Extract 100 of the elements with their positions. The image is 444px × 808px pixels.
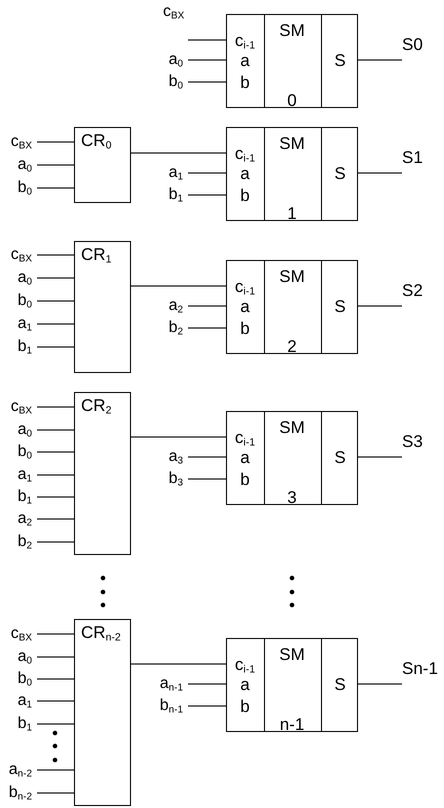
output-signal-label: Sn-1 xyxy=(402,660,442,684)
block-label: SM xyxy=(279,268,305,286)
pin-label: b xyxy=(240,471,250,489)
block-index: n-1 xyxy=(280,716,304,734)
wire xyxy=(188,478,226,480)
wire xyxy=(36,496,74,498)
signal-label: a$_{0}$ xyxy=(1,268,37,288)
signal-label: c$_{BX}$ xyxy=(1,245,37,265)
carry-block xyxy=(74,392,131,555)
output-label: S xyxy=(334,298,346,316)
pin-label: c$_{i-1}$ xyxy=(234,656,256,674)
signal-label: a$_{1}$ xyxy=(1,314,37,334)
wire xyxy=(36,518,74,520)
signal-label: a$_{0}$ xyxy=(1,420,37,440)
adder-block xyxy=(226,638,358,732)
wire xyxy=(358,456,402,458)
block-index: 0 xyxy=(287,92,297,110)
block-label: SM xyxy=(279,419,305,437)
wire xyxy=(130,152,226,154)
wire xyxy=(130,436,226,438)
block-label: CR$_{2}$ xyxy=(81,396,112,416)
signal-label: c$_{BX}$ xyxy=(1,132,37,152)
block-label: CR$_{0}$ xyxy=(81,131,112,151)
wire xyxy=(36,406,74,408)
carry-block xyxy=(74,127,131,203)
signal-label: c$_{BX}$ xyxy=(1,624,37,644)
signal-label: a$_{1}$ xyxy=(152,163,188,183)
block-label: SM xyxy=(279,646,305,664)
signal-label: b$_{0}$ xyxy=(152,72,188,92)
signal-label: a$_{0}$ xyxy=(1,155,37,175)
wire xyxy=(36,700,74,702)
signal-label: a$_{0}$ xyxy=(152,50,188,70)
pin-label: a xyxy=(240,676,250,694)
wire xyxy=(358,172,402,174)
signal-label: a$_{1}$ xyxy=(1,691,37,711)
wire xyxy=(188,194,226,196)
signal-label: a$_{2}$ xyxy=(1,509,37,529)
pin-label: b xyxy=(240,698,250,716)
pin-label: c$_{i-1}$ xyxy=(234,145,256,163)
wire xyxy=(36,254,74,256)
wire xyxy=(188,456,226,458)
block-index: 1 xyxy=(287,205,297,223)
wire xyxy=(36,346,74,348)
signal-label: b$_{1}$ xyxy=(1,337,37,357)
wire xyxy=(36,474,74,476)
adder-block xyxy=(226,14,358,108)
carry-block xyxy=(74,241,131,373)
wire xyxy=(188,172,226,174)
signal-label: b$_{0}$ xyxy=(1,178,37,198)
block-label: CR$_{1}$ xyxy=(81,245,112,265)
output-signal-label: S1 xyxy=(402,149,442,173)
signal-label: a$_{n-1}$ xyxy=(152,674,188,694)
signal-label: b$_{2}$ xyxy=(1,532,37,552)
block-index: 2 xyxy=(287,338,297,356)
pin-label: c$_{i-1}$ xyxy=(234,429,256,447)
adder-block xyxy=(226,411,358,505)
adder-block xyxy=(226,260,358,354)
adder-block xyxy=(226,127,358,221)
signal-label: b$_{0}$ xyxy=(1,669,37,689)
block-label: CR$_{n-2}$ xyxy=(81,623,121,643)
signal-label: a$_{0}$ xyxy=(1,647,37,667)
output-label: S xyxy=(334,165,346,183)
block-label: SM xyxy=(279,22,305,40)
output-signal-label: S0 xyxy=(402,36,442,60)
signal-label: a$_{1}$ xyxy=(1,465,37,485)
signal-label: b$_{1}$ xyxy=(152,185,188,205)
block-label: SM xyxy=(279,135,305,153)
pin-label: b xyxy=(240,187,250,205)
wire xyxy=(36,656,74,658)
pin-label: a xyxy=(240,449,250,467)
signal-label: c$_{BX}$ xyxy=(1,397,37,417)
signal-label: b$_{0}$ xyxy=(1,291,37,311)
block-index: 3 xyxy=(287,489,297,507)
output-label: S xyxy=(334,52,346,70)
pin-label: a xyxy=(240,298,250,316)
signal-label: b$_{0}$ xyxy=(1,442,37,462)
wire xyxy=(36,164,74,166)
signal-label: b$_{2}$ xyxy=(152,318,188,338)
wire xyxy=(36,300,74,302)
signal-label: b$_{n-2}$ xyxy=(1,783,37,803)
pin-label: a xyxy=(240,52,250,70)
output-label: S xyxy=(334,449,346,467)
signal-label: a$_{n-2}$ xyxy=(1,760,37,780)
pin-label: b xyxy=(240,320,250,338)
wire xyxy=(36,792,74,794)
signal-label: b$_{1}$ xyxy=(1,714,37,734)
wire xyxy=(36,678,74,680)
pin-label: a xyxy=(240,165,250,183)
pin-label: c$_{i-1}$ xyxy=(234,278,256,296)
pin-label: b xyxy=(240,74,250,92)
output-signal-label: S2 xyxy=(402,282,442,306)
signal-label: a$_{3}$ xyxy=(152,447,188,467)
signal-label: c$_{BX}$ xyxy=(163,4,188,36)
signal-label: b$_{n-1}$ xyxy=(152,696,188,716)
signal-label: b$_{3}$ xyxy=(152,469,188,489)
output-label: S xyxy=(334,676,346,694)
signal-label: b$_{1}$ xyxy=(1,487,37,507)
output-signal-label: S3 xyxy=(402,433,442,457)
signal-label: a$_{2}$ xyxy=(152,296,188,316)
pin-label: c$_{i-1}$ xyxy=(234,32,256,50)
